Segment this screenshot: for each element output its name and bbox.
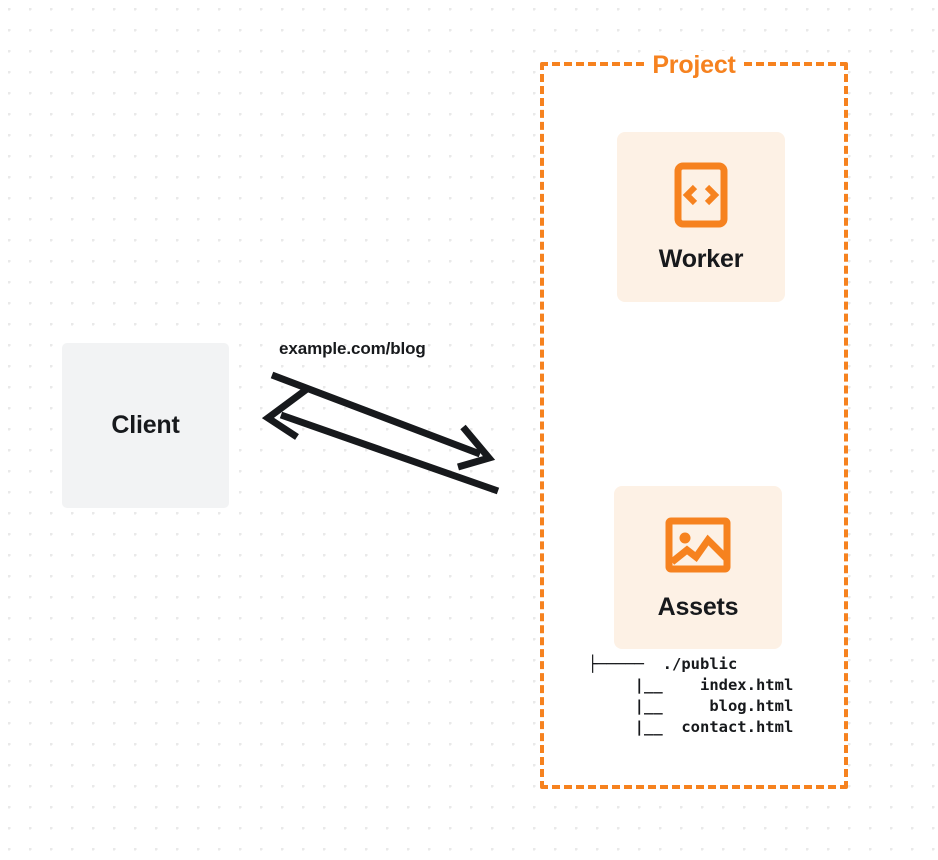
client-node[interactable]: Client bbox=[62, 343, 229, 508]
connection-label: example.com/blog bbox=[279, 339, 426, 358]
connection-arrows bbox=[261, 371, 500, 495]
worker-label: Worker bbox=[658, 245, 744, 273]
worker-node[interactable]: Worker bbox=[617, 132, 785, 302]
assets-file-tree: ├───── ./public |__ index.html |__ blog.… bbox=[588, 655, 794, 736]
client-label: Client bbox=[111, 411, 180, 439]
image-icon bbox=[665, 516, 731, 579]
code-brackets-icon bbox=[674, 162, 728, 233]
project-title: Project bbox=[645, 50, 743, 80]
response-arrow bbox=[261, 386, 500, 495]
assets-node[interactable]: Assets bbox=[614, 486, 782, 649]
assets-label: Assets bbox=[657, 592, 739, 621]
project-container: Project Worker Assets bbox=[540, 50, 848, 789]
request-arrow bbox=[270, 371, 496, 471]
